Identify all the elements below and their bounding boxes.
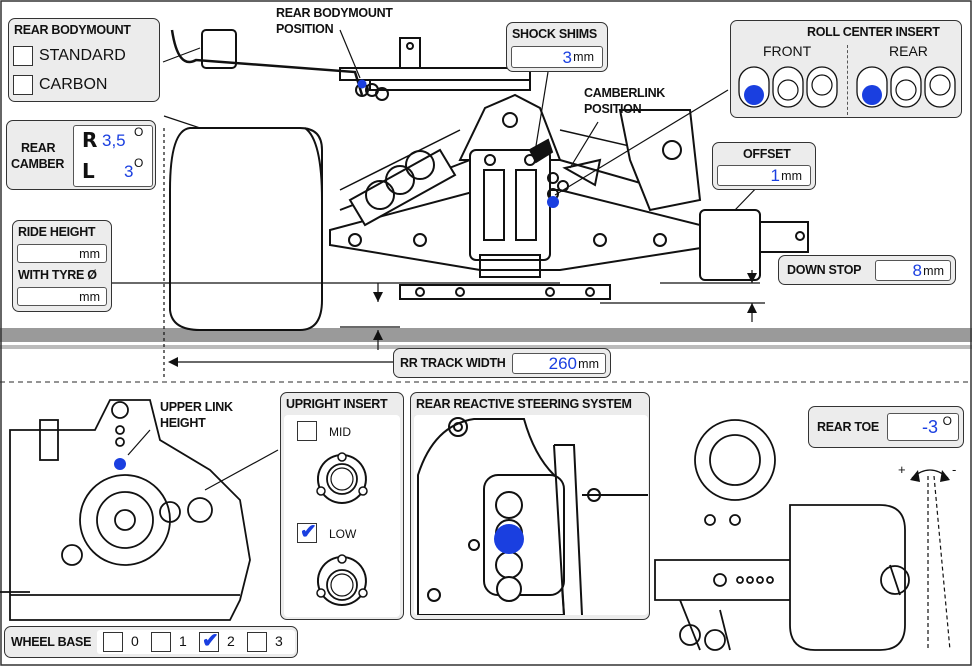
carbon-label: CARBON [39,76,108,93]
camber-l-degree: O [134,156,144,170]
down-stop-value: 8 [912,261,922,280]
roll-center-inserts [738,66,956,108]
ride-height-panel: RIDE HEIGHT mm WITH TYRE Ø mm [12,220,112,312]
offset-value: 1 [770,166,780,185]
camber-l-label: L [82,159,95,183]
reactive-steering-drawing [414,415,648,615]
mid-label: MID [329,425,351,439]
ride-height-unit: mm [79,247,100,261]
low-label: LOW [329,527,357,541]
roll-center-insert-panel: ROLL CENTER INSERT FRONT REAR [730,20,962,118]
wheel-base-0-label: 0 [131,633,139,649]
rear-bodymount-panel: REAR BODYMOUNT STANDARD CARBON [8,18,160,102]
standard-checkbox[interactable] [13,46,33,66]
rear-camber-title-2: CAMBER [11,157,65,171]
upright-line-art [0,399,251,621]
carbon-checkbox[interactable] [13,75,33,95]
camber-r-degree: O [134,125,144,139]
camber-r-label: R [82,128,98,152]
mid-checkbox[interactable] [297,421,317,441]
low-checkbox[interactable]: ✔ [297,521,317,543]
wheel-base-2-checkbox[interactable]: ✔ [199,630,219,652]
shock-shims-unit: mm [573,50,594,64]
low-checkmark: ✔ [300,521,317,543]
toe-minus-label: - [952,462,957,477]
rr-track-width-field[interactable]: 260 mm [512,353,606,374]
shock-shims-title: SHOCK SHIMS [512,27,597,41]
wheel-base-title: WHEEL BASE [11,635,92,649]
rear-toe-field[interactable]: -3 O [887,413,959,441]
ride-height-field[interactable]: mm [17,244,107,263]
upper-link-label-2: HEIGHT [160,416,206,430]
rear-toe-degree: O [942,414,952,428]
toe-plus-label: + [898,462,906,477]
rr-track-width-unit: mm [578,357,599,371]
down-stop-unit: mm [923,264,944,278]
bodymount-position-label-1: REAR BODYMOUNT [276,6,393,20]
offset-title: OFFSET [743,147,791,161]
offset-field[interactable]: 1 mm [717,165,811,186]
rear-bodymount-title: REAR BODYMOUNT [14,23,131,37]
upright-insert-title: UPRIGHT INSERT [286,397,388,411]
camber-l-value[interactable]: 3 [124,162,134,181]
top-view-line-art [654,395,910,655]
wheel-base-2-label: 2 [227,633,235,649]
shock-shims-panel: SHOCK SHIMS 3 mm [506,22,608,72]
bodymount-position-label-2: POSITION [276,22,334,36]
wheel-base-0-checkbox[interactable] [103,632,123,652]
camber-value-box: R 3,5 O L 3 O [73,125,153,187]
down-stop-field[interactable]: 8 mm [875,260,951,281]
rr-track-width-panel: RR TRACK WIDTH 260 mm [393,348,611,378]
upright-insert-panel: UPRIGHT INSERT MID ✔ LOW [280,392,404,620]
camber-r-value[interactable]: 3,5 [102,131,126,150]
offset-unit: mm [781,169,802,183]
down-stop-title: DOWN STOP [787,263,862,277]
rr-track-width-value: 260 [548,354,577,373]
rear-toe-title: REAR TOE [817,420,879,434]
ground-strip [0,328,972,342]
shock-shims-value: 3 [562,48,572,67]
wheel-base-1-checkbox[interactable] [151,632,171,652]
camberlink-label-1: CAMBERLINK [584,86,666,100]
rear-toe-panel: REAR TOE -3 O [808,406,964,448]
wheel-base-3-checkbox[interactable] [247,632,267,652]
tyre-field[interactable]: mm [17,287,107,306]
standard-label: STANDARD [39,47,126,64]
tyre-unit: mm [79,290,100,304]
wheel-base-2-checkmark: ✔ [202,630,219,652]
upper-link-label-1: UPPER LINK [160,400,233,414]
low-insert-icon [316,554,368,606]
roll-center-front-label: FRONT [763,43,812,59]
mid-insert-icon [316,452,368,504]
wheel-base-panel: WHEEL BASE 0 1 ✔ 2 3 [4,626,298,658]
rr-track-width-title: RR TRACK WIDTH [400,356,506,370]
rear-camber-panel: REAR CAMBER R 3,5 O L 3 O [6,120,156,190]
ride-height-title: RIDE HEIGHT [18,225,96,239]
tyre-title: WITH TYRE Ø [18,268,97,282]
reactive-steering-panel: REAR REACTIVE STEERING SYSTEM [410,392,650,620]
roll-center-divider [847,45,848,115]
roll-center-title: ROLL CENTER INSERT [807,25,940,39]
offset-panel: OFFSET 1 mm [712,142,816,190]
reactive-steering-title: REAR REACTIVE STEERING SYSTEM [416,397,632,411]
rear-view-line-art [163,29,809,380]
rear-toe-value: -3 [921,417,938,437]
shock-shims-field[interactable]: 3 mm [511,46,603,68]
wheel-base-3-label: 3 [275,633,283,649]
down-stop-panel: DOWN STOP 8 mm [778,255,956,285]
wheel-base-1-label: 1 [179,633,187,649]
rear-camber-title-1: REAR [21,141,56,155]
roll-center-rear-label: REAR [889,43,928,59]
camberlink-label-2: POSITION [584,102,642,116]
